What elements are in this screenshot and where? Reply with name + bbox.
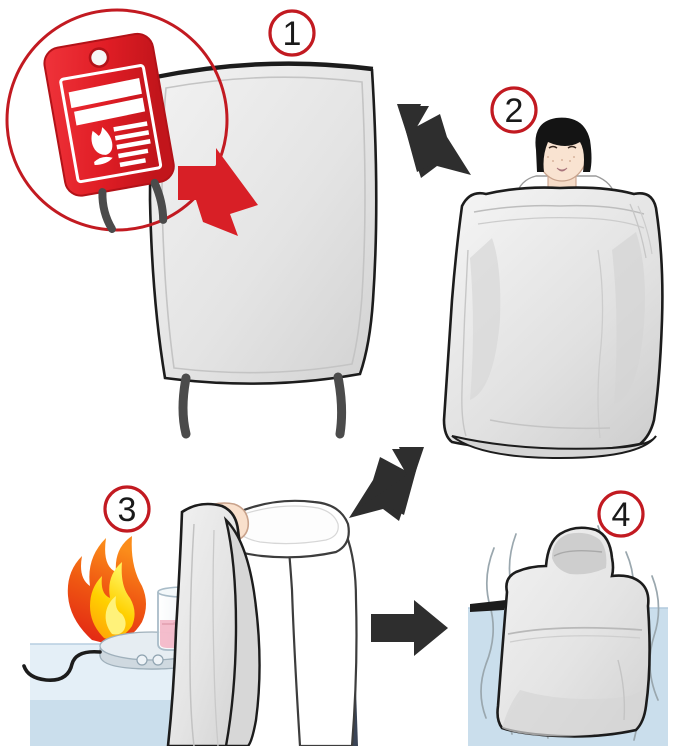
smoke-wisp-1 [480, 547, 495, 719]
blanket-fold-right1 [629, 203, 647, 259]
label-text-line-5 [119, 158, 146, 168]
step-number-4: 4 [597, 490, 645, 538]
label-text-line-3 [116, 139, 151, 150]
pouch-pull-strap-left [98, 188, 116, 233]
label-text-line-2 [114, 130, 150, 141]
blanket-shading-left [470, 238, 501, 400]
blanket-tab-right [333, 372, 347, 439]
smoke-wisp-5 [649, 575, 660, 701]
arrow-step1-to-step2-body [399, 106, 466, 172]
arrow-step3-to-step4 [371, 600, 448, 656]
label-heading-bar-1 [68, 77, 142, 109]
pouch-eyelet [88, 47, 110, 68]
blanket-shield-crease-1 [189, 523, 195, 746]
blanket-bump-crease [553, 549, 603, 557]
step-number-2: 2 [490, 86, 538, 134]
lab-coat-body [286, 529, 358, 746]
red-pull-down-arrow [178, 148, 258, 236]
step-number-4-text: 4 [612, 496, 631, 534]
hotplate-knob-left[interactable] [136, 654, 148, 666]
blanket-cover-shading [502, 690, 642, 737]
step-number-1: 1 [268, 9, 316, 57]
blanket-fold-left [461, 249, 469, 437]
open-fire-blanket [442, 186, 664, 460]
step-number-3: 3 [103, 485, 151, 533]
blanket-bottom-drape [451, 435, 657, 460]
panel-step-3: 3 [22, 485, 358, 746]
hotplate-power-cord [22, 649, 102, 682]
blanket-fold-top [473, 204, 645, 215]
blanket-fold-top2 [477, 216, 645, 229]
person-freckles [547, 156, 575, 162]
label-heading-bar-2 [74, 97, 146, 126]
magnifier-circle [5, 8, 229, 232]
wall-mounted-blanket-bag [148, 61, 378, 439]
blanket-cover-crease-right [617, 659, 626, 721]
label-text-line-4 [118, 148, 149, 159]
pouch-pull-strap-right [150, 178, 168, 224]
blanket-bag-body [148, 63, 378, 385]
lab-coat-sleeve-highlight [235, 505, 339, 545]
label-text-line-1 [113, 121, 148, 132]
panel-step-2: 2 [442, 86, 664, 460]
person-eye-left [548, 145, 558, 149]
blanket-covering-fire [470, 526, 651, 738]
blanket-shield [166, 502, 261, 746]
blanket-tab-left [178, 373, 191, 439]
lab-coat-person [191, 499, 358, 746]
blanket-shading-right [612, 232, 645, 404]
blanket-beaker-bump [552, 532, 607, 575]
person-mouth [556, 167, 568, 172]
flame-icon-base [94, 156, 113, 166]
bench-dark-edge [470, 600, 506, 612]
blanket-fold-center-right [597, 249, 604, 439]
blanket-shield-crease-2 [212, 529, 219, 746]
flame-icon [91, 127, 113, 155]
open-blanket-body [442, 186, 664, 452]
panel-step-4: 4 [468, 490, 668, 746]
person-hair [535, 117, 592, 172]
blanket-shield-fold [223, 516, 261, 746]
blanket-cover-fold-2 [509, 635, 641, 643]
blanket-cover-fold [507, 626, 643, 635]
pouch-label-border [59, 64, 163, 184]
arrow-step2-to-step3-body [355, 449, 422, 515]
step-number-3-text: 3 [118, 491, 137, 529]
step-number-2-text: 2 [505, 92, 524, 130]
flame [67, 536, 146, 644]
blanket-bag-top-edge [155, 61, 374, 78]
person-eye-right [567, 145, 577, 149]
blanket-fold-right2 [637, 205, 653, 255]
step-number-1-text: 1 [283, 15, 302, 53]
blanket-fold-bottom [489, 419, 611, 430]
hotplate-knob-right[interactable] [152, 654, 164, 666]
red-fire-blanket-pouch [43, 32, 175, 233]
panel-step-1: 1 [5, 8, 378, 439]
flame-core [105, 596, 126, 635]
